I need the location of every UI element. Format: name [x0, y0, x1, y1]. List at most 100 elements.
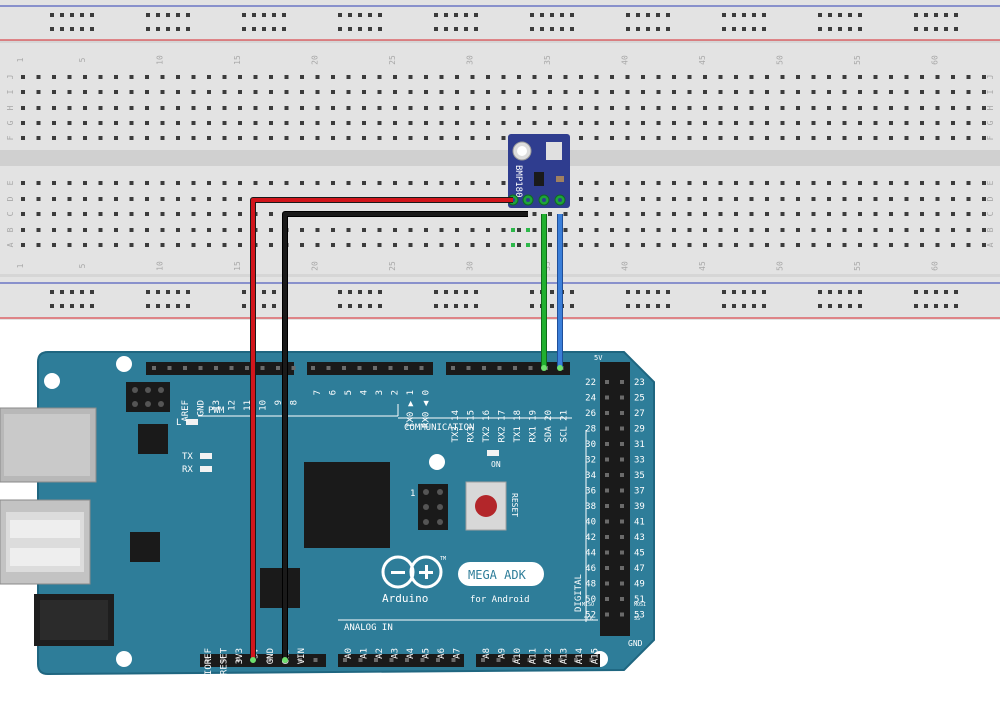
rail-hole	[378, 304, 382, 308]
breadboard-hole	[52, 243, 56, 247]
rail-hole	[934, 290, 938, 294]
reset-button[interactable]	[465, 481, 507, 531]
breadboard-hole	[176, 212, 180, 216]
header-pin	[620, 457, 624, 462]
breadboard-hole	[780, 121, 785, 125]
breadboard-hole	[904, 106, 909, 110]
breadboard-hole	[749, 75, 754, 79]
rail-hole	[176, 290, 180, 294]
breadboard-hole	[269, 75, 273, 79]
breadboard-hole	[362, 106, 366, 110]
header-pin	[605, 473, 609, 477]
breadboard-hole	[749, 243, 754, 247]
breadboard-hole	[796, 121, 800, 125]
digital-pin-label: 47	[634, 564, 645, 574]
breadboard-hole	[920, 197, 924, 201]
rail-hole	[762, 13, 766, 17]
digital-pin-label: 48	[585, 580, 596, 590]
breadboard-hole	[424, 90, 428, 94]
rail-hole	[358, 13, 362, 17]
breadboard-hole	[36, 90, 41, 94]
breadboard-hole	[734, 90, 738, 94]
breadboard-hole	[346, 106, 351, 110]
digital-pin-label: 41	[634, 518, 645, 528]
breadboard-hole	[842, 228, 847, 232]
breadboard-hole	[191, 121, 196, 125]
analog-pin-label: A13	[560, 648, 570, 664]
rail-hole	[636, 13, 640, 17]
column-number-bottom: 15	[233, 261, 242, 271]
mount-hole	[429, 454, 445, 470]
rail-hole	[818, 27, 822, 31]
bmp180-chip	[546, 142, 562, 160]
rail-hole	[338, 27, 342, 31]
breadboard-hole	[207, 243, 211, 247]
rail-hole	[272, 13, 276, 17]
breadboard-hole	[718, 106, 723, 110]
breadboard-hole	[625, 75, 630, 79]
breadboard-hole	[811, 212, 816, 216]
breadboard-hole	[269, 212, 273, 216]
breadboard-hole	[889, 197, 893, 201]
breadboard-hole	[67, 197, 72, 201]
rail-hole	[944, 13, 948, 17]
breadboard-hole	[858, 90, 862, 94]
breadboard-hole	[176, 197, 180, 201]
header-pin	[620, 612, 624, 617]
rail-hole	[646, 304, 650, 308]
breadboard-hole	[36, 106, 41, 110]
rail-hole	[90, 27, 94, 31]
breadboard-hole	[765, 136, 769, 140]
rail-hole	[646, 27, 650, 31]
breadboard-hole	[222, 197, 227, 201]
breadboard-hole	[982, 75, 986, 79]
breadboard-hole	[83, 212, 87, 216]
breadboard-hole	[842, 90, 847, 94]
column-number-top: 35	[543, 55, 552, 65]
header-power	[200, 654, 326, 667]
breadboard-hole	[517, 121, 521, 125]
rail-hole	[722, 304, 726, 308]
breadboard-hole	[563, 228, 568, 232]
top-mid-pin-label: 2	[391, 390, 401, 395]
top-right-pin-label: TX3 14	[451, 410, 461, 443]
column-number-bottom: 30	[466, 261, 475, 271]
on-led	[487, 450, 499, 456]
breadboard-hole	[935, 212, 940, 216]
header-pin	[220, 658, 225, 662]
header-pin	[574, 658, 578, 662]
row-letter: E	[6, 180, 15, 185]
breadboard-hole	[315, 90, 320, 94]
header-pin	[342, 366, 346, 370]
rail-hole	[656, 290, 660, 294]
breadboard-hole	[67, 181, 72, 185]
breadboard-hole	[315, 243, 320, 247]
breadboard-hole	[222, 121, 227, 125]
breadboard-hole	[765, 181, 769, 185]
rail-hole	[732, 290, 736, 294]
rail-hole	[540, 13, 544, 17]
breadboard-hole	[362, 121, 366, 125]
row-letter: J	[986, 75, 995, 80]
rail-hole	[176, 304, 180, 308]
breadboard-hole	[393, 243, 397, 247]
top-right-pin-label: RX3 15	[467, 410, 477, 443]
small-chip	[138, 424, 168, 454]
breadboard-hole	[672, 181, 676, 185]
breadboard-hole	[904, 136, 909, 140]
breadboard-hole	[114, 136, 118, 140]
top-mid-pin-label: RX0 ◀ 0	[422, 390, 432, 428]
analog-pin-label: A14	[575, 648, 585, 664]
l-led	[186, 419, 198, 425]
bmp180-sensor-module: BMP180	[507, 134, 570, 247]
breadboard-hole	[160, 212, 165, 216]
breadboard-hole	[718, 90, 723, 94]
digital-pin-label: 49	[634, 580, 645, 590]
wires	[250, 197, 563, 663]
top-right-pin-label: RX2 17	[498, 410, 508, 443]
rail-hole	[954, 304, 958, 308]
breadboard-hole	[98, 212, 103, 216]
breadboard-hole	[672, 121, 676, 125]
small-chip	[130, 532, 160, 562]
breadboard-hole	[191, 197, 196, 201]
